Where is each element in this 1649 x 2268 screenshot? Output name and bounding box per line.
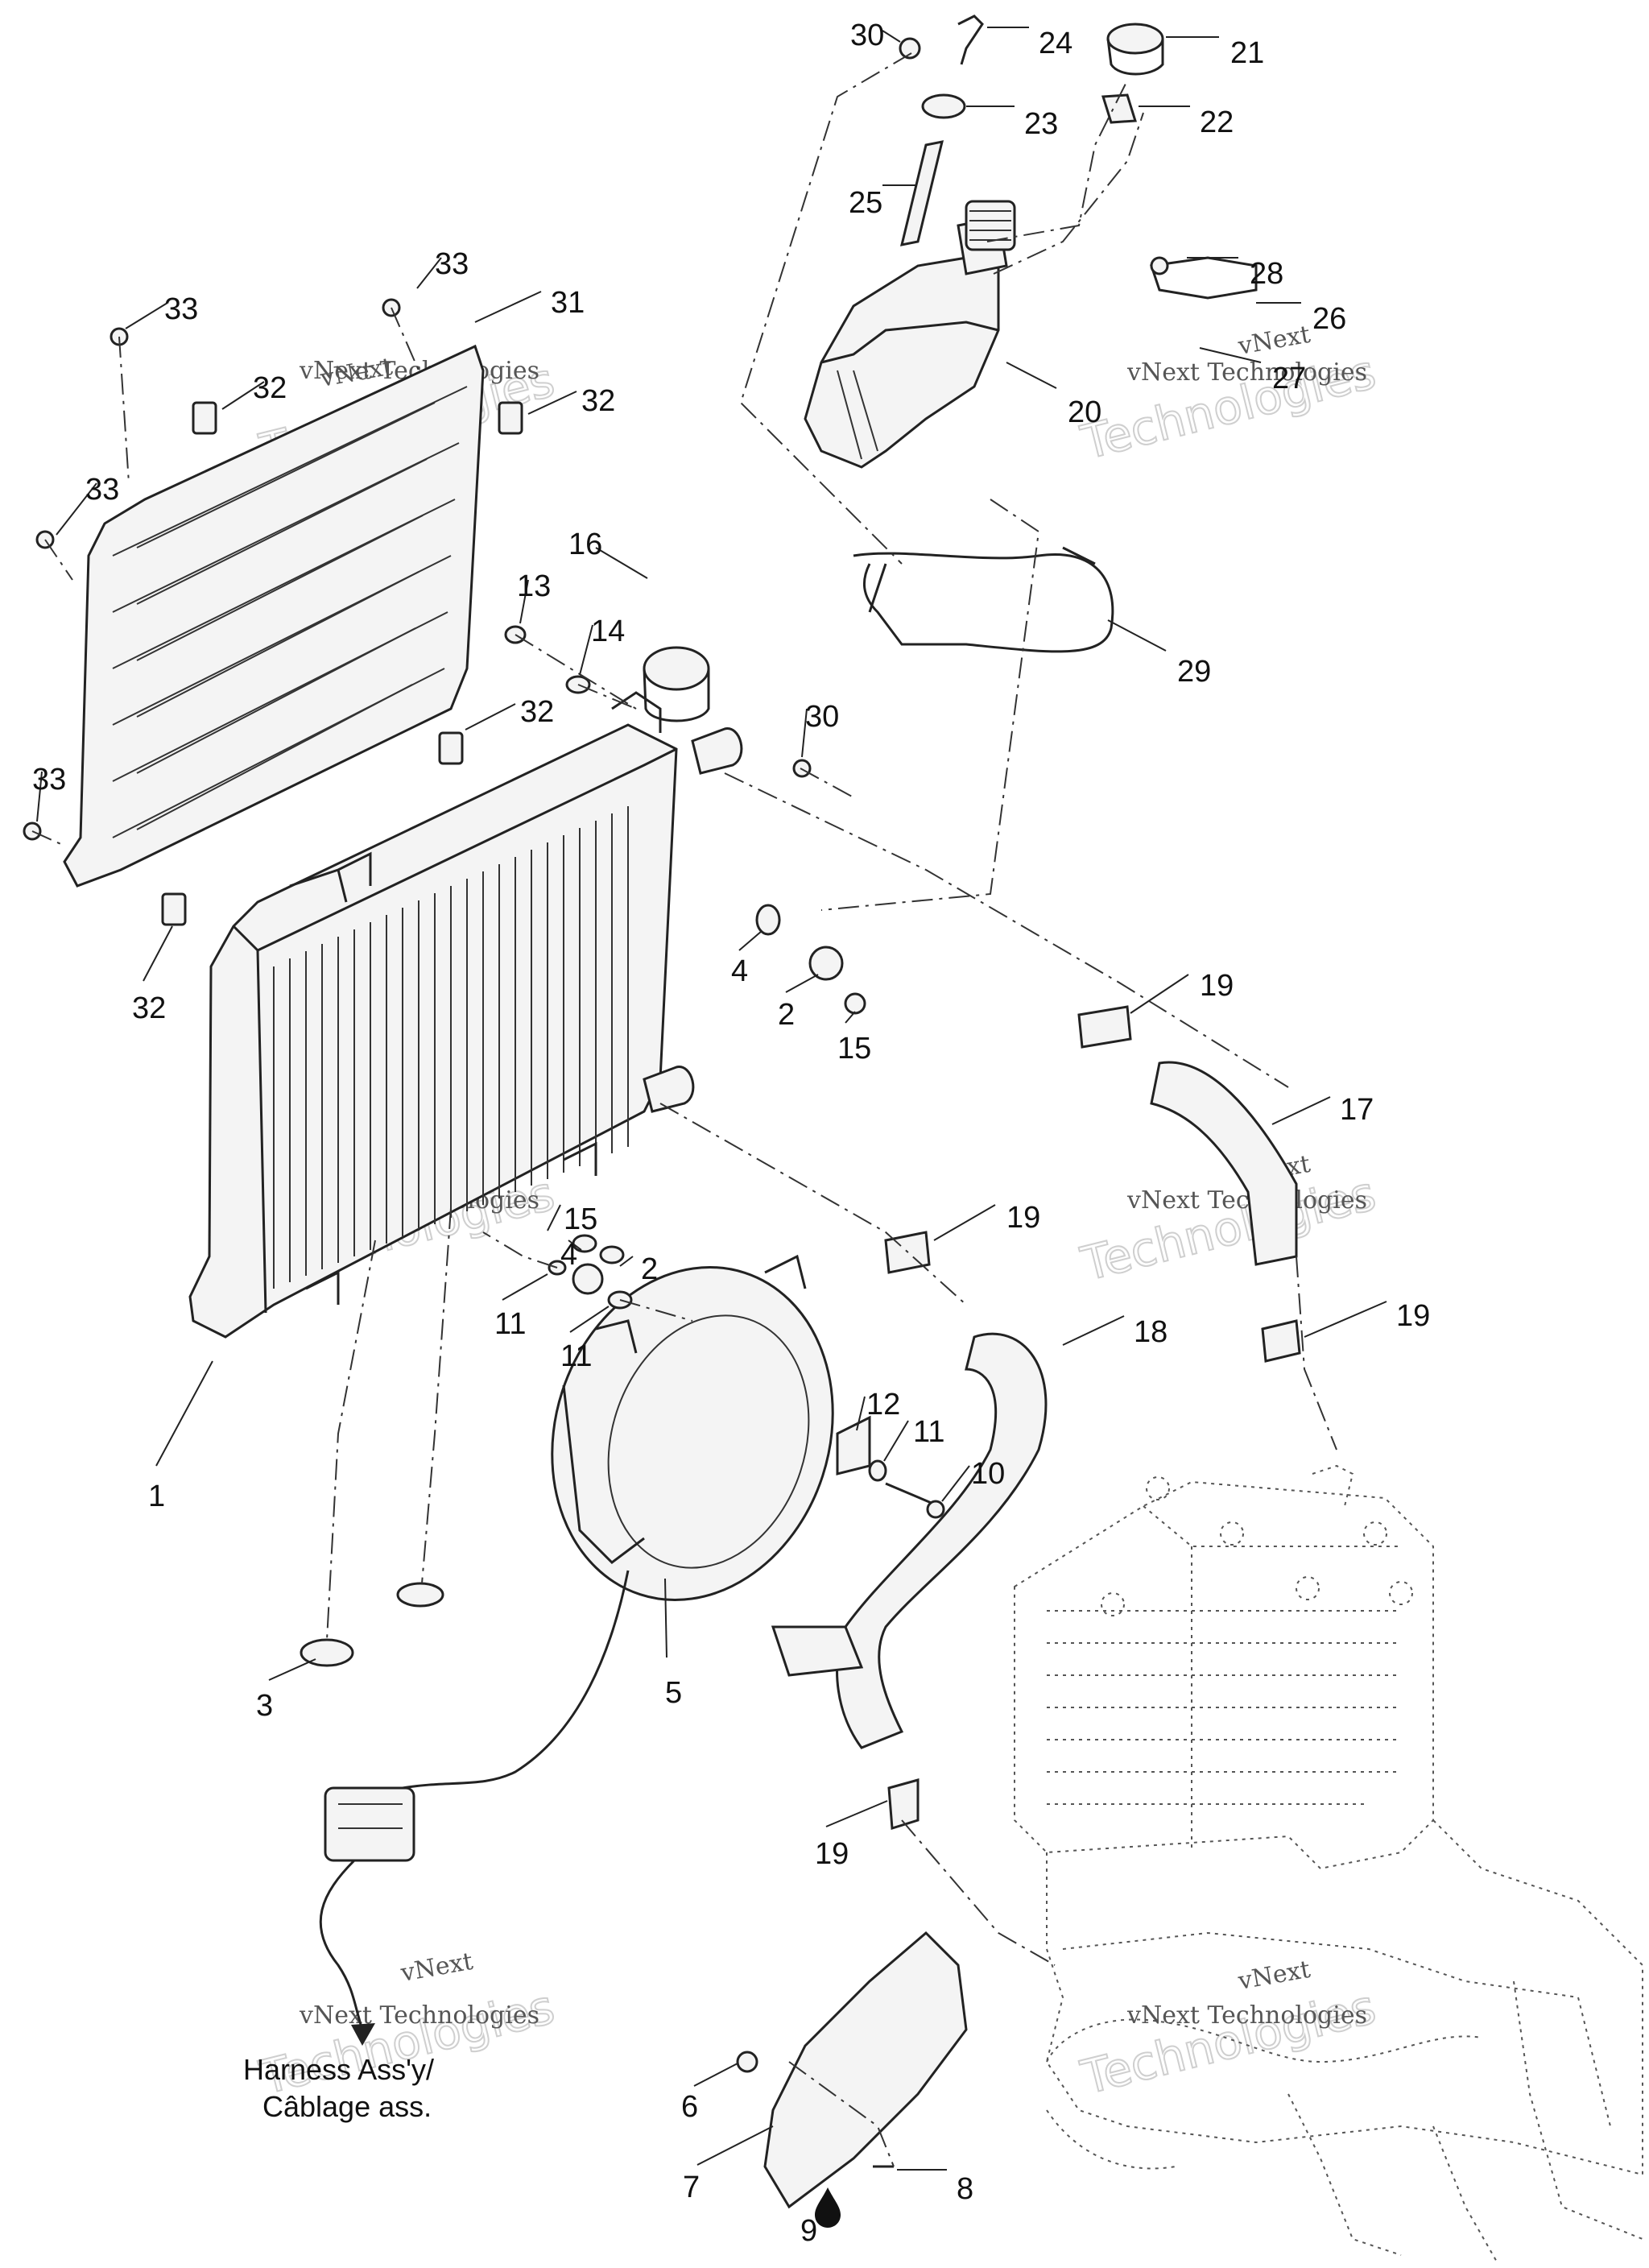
assembly-lines (31, 52, 1337, 2167)
radiator (188, 646, 743, 1339)
callout-3: 3 (256, 1689, 273, 1723)
watermark-brand: Technologies (254, 1979, 560, 2105)
coolant-hoses (771, 546, 1298, 1749)
callout-15: 15 (837, 1032, 871, 1066)
arrow-down-icon (319, 1859, 375, 2046)
grease-drop-icon (815, 2187, 841, 2228)
watermark-prefix: vNext (1235, 321, 1312, 361)
callout-15: 15 (564, 1202, 597, 1236)
callout-25: 25 (849, 186, 882, 220)
watermark-company: vNext Technologies (299, 2001, 539, 2030)
callout-32: 32 (132, 991, 166, 1025)
callout-19: 19 (1396, 1299, 1430, 1333)
callout-18: 18 (1134, 1315, 1168, 1349)
harness-note-line1: Harness Ass'y/ (243, 2053, 434, 2086)
leader-lines (36, 27, 1387, 2171)
callout-30: 30 (805, 700, 839, 734)
callout-33: 33 (435, 247, 469, 281)
callout-19: 19 (1200, 969, 1234, 1003)
callout-33: 33 (164, 292, 198, 326)
callout-24: 24 (1039, 27, 1072, 60)
watermark-company: vNext Technologies (1126, 2001, 1367, 2030)
harness-note: Harness Ass'y/ Câblage ass. (243, 2053, 434, 2123)
callout-7: 7 (683, 2171, 700, 2204)
callout-22: 22 (1200, 106, 1234, 139)
callout-6: 6 (681, 2090, 698, 2124)
callout-11: 11 (560, 1339, 592, 1373)
callout-21: 21 (1230, 36, 1264, 70)
callout-11: 11 (494, 1307, 526, 1341)
callout-30: 30 (850, 19, 884, 52)
callout-12: 12 (866, 1388, 900, 1422)
callout-28: 28 (1250, 257, 1283, 291)
callout-4: 4 (731, 954, 748, 988)
callout-2: 2 (778, 998, 795, 1032)
callout-10: 10 (971, 1457, 1005, 1491)
harness-note-line2: Câblage ass. (262, 2090, 432, 2123)
watermark-brand: Technologies (1076, 1979, 1381, 2105)
callout-2: 2 (641, 1252, 658, 1286)
callout-14: 14 (591, 615, 625, 648)
callout-5: 5 (665, 1676, 682, 1710)
watermark-prefix: vNext (1235, 1956, 1312, 1996)
callout-29: 29 (1177, 655, 1211, 689)
callout-23: 23 (1024, 107, 1058, 141)
callout-32: 32 (520, 695, 554, 729)
callout-17: 17 (1340, 1093, 1374, 1127)
callout-27: 27 (1272, 362, 1306, 395)
engine-outline (1014, 1464, 1643, 2264)
watermark-prefix: vNext (398, 1947, 475, 1988)
callout-19: 19 (1006, 1201, 1040, 1235)
callout-33: 33 (32, 763, 66, 797)
callout-11: 11 (913, 1415, 944, 1449)
callout-33: 33 (85, 473, 119, 507)
callout-4: 4 (560, 1238, 577, 1272)
fan-shroud (324, 1254, 834, 1862)
callout-19: 19 (815, 1837, 849, 1871)
radiator-grille (63, 344, 485, 888)
callout-13: 13 (517, 569, 551, 603)
callout-32: 32 (253, 371, 287, 405)
callout-8: 8 (957, 2172, 973, 2206)
callout-1: 1 (148, 1480, 165, 1513)
watermark-brand: Technologies (1076, 1165, 1381, 1291)
callout-26: 26 (1312, 302, 1346, 336)
coolant-tank (804, 14, 1258, 469)
callout-32: 32 (581, 384, 615, 418)
watermark-company: vNext Technologies (1126, 358, 1367, 387)
callout-16: 16 (568, 528, 602, 561)
callout-9: 9 (800, 2214, 817, 2248)
callout-31: 31 (551, 286, 585, 320)
callout-20: 20 (1068, 395, 1101, 429)
